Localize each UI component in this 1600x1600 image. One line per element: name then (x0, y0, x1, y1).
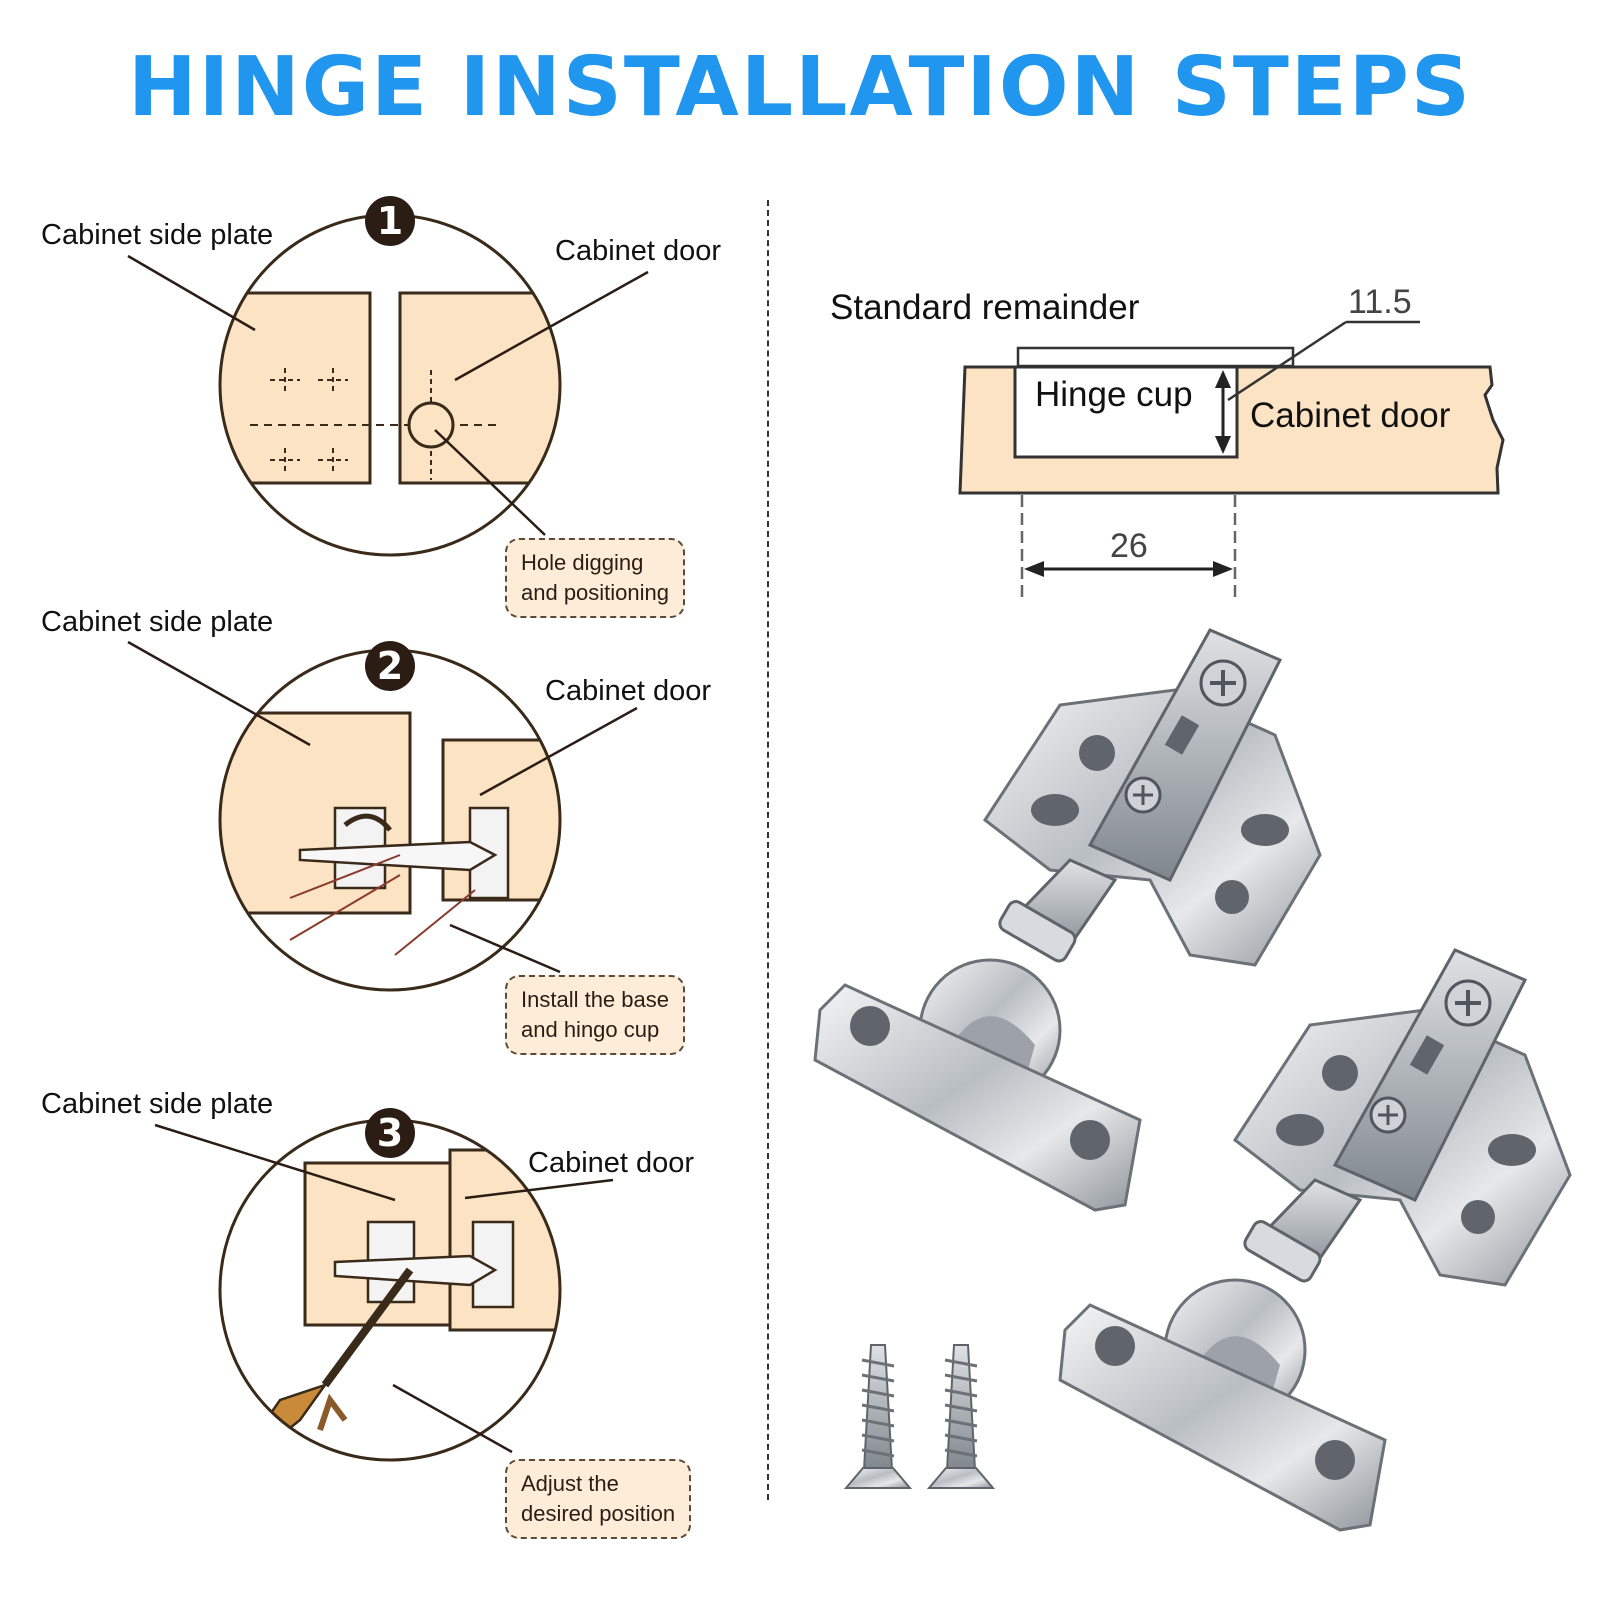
screw-1 (843, 1344, 913, 1489)
step-1-callout-line-2: and positioning (521, 580, 670, 605)
step-3-door-label: Cabinet door (528, 1147, 695, 1179)
step-2-callout-line-2: and hingo cup (521, 1017, 660, 1042)
step-1-callout: Hole digging and positioning (505, 538, 686, 618)
width-dimension: 26 (1110, 527, 1148, 565)
step-2-door-label: Cabinet door (545, 675, 712, 707)
step-3-badge: 3 (365, 1108, 415, 1158)
step-2-badge: 2 (365, 641, 415, 691)
step-1-side-label: Cabinet side plate (41, 219, 274, 251)
step-2-callout: Install the base and hingo cup (505, 975, 685, 1055)
step-3-callout-line-1: Adjust the (521, 1471, 619, 1496)
hinge-2 (1058, 948, 1572, 1532)
standard-remainder-label: Standard remainder (830, 288, 1140, 327)
step-3-callout: Adjust the desired position (505, 1459, 692, 1539)
step-2-callout-line-1: Install the base (521, 987, 669, 1012)
page-title: HINGE INSTALLATION STEPS (128, 40, 1472, 135)
step-1-badge: 1 (365, 196, 415, 246)
step-3-side-label: Cabinet side plate (41, 1088, 274, 1120)
hinge-cup-outline (1013, 365, 1239, 459)
step-1-door (398, 291, 560, 485)
step-1-callout-line-1: Hole digging (521, 550, 644, 575)
hinge-1 (813, 628, 1322, 1212)
step-3-callout-line-2: desired position (521, 1501, 676, 1526)
cabinet-door-label: Cabinet door (1250, 396, 1451, 435)
hinge-cup-label: Hinge cup (1035, 375, 1193, 414)
depth-dimension: 11.5 (1348, 283, 1412, 321)
step-2-side-label: Cabinet side plate (41, 606, 274, 638)
screw-2 (926, 1344, 996, 1489)
step-1-door-label: Cabinet door (555, 235, 722, 267)
section-divider (767, 200, 769, 1500)
